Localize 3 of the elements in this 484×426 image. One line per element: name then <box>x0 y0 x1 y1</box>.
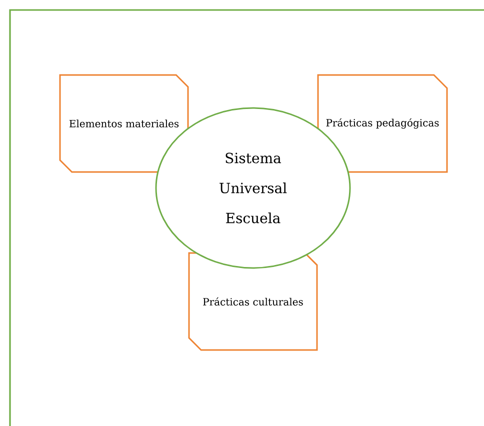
concept-box: Elementos materiales <box>59 74 189 173</box>
concept-box: Prácticas pedagógicas <box>317 74 448 173</box>
concept-box: Prácticas culturales <box>188 252 318 351</box>
